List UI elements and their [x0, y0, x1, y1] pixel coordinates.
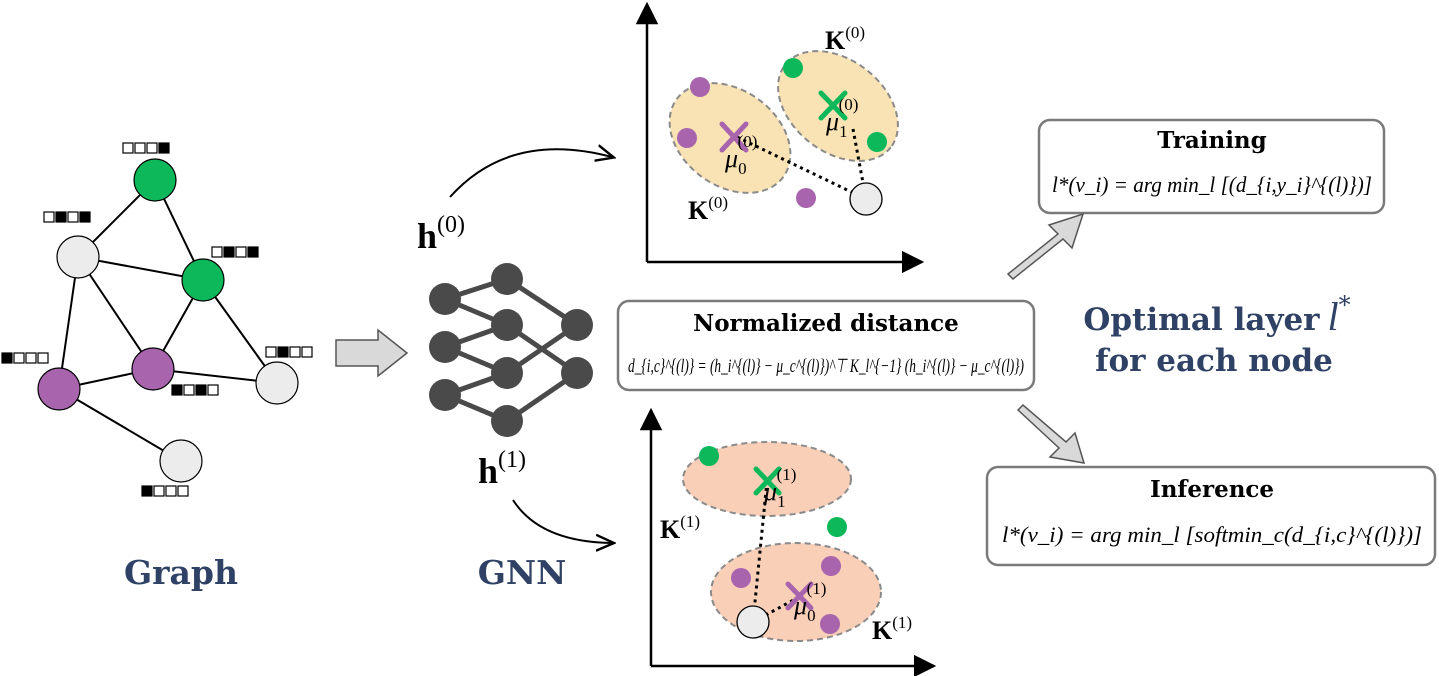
graph-node-gray-left: [56, 235, 100, 279]
feature-cell: [235, 246, 247, 258]
feature-cell: [55, 211, 67, 223]
h0-label: h(0): [417, 212, 465, 256]
bottom-plot: μ1(1) μ0(1) K(1) K(1): [639, 407, 937, 676]
feature-cell: [13, 352, 25, 364]
graph-label: Graph: [124, 553, 238, 592]
feature-cell: [265, 346, 277, 358]
feature-cell: [171, 384, 183, 396]
feature-cell: [43, 211, 55, 223]
graph-node-gray-bottom: [159, 439, 203, 483]
inference-formula: l*(v_i) = arg min_l [softmin_c(d_{i,c}^{…: [1002, 522, 1422, 547]
curve-arrow-bottom: [512, 499, 612, 543]
top-K-label-left: K(0): [688, 193, 728, 225]
top-cluster-1-ellipse: [777, 50, 899, 162]
feature-cell: [141, 485, 153, 497]
gnn-connections: [444, 276, 579, 424]
feature-cell: [223, 246, 235, 258]
top-purple-point: [677, 128, 697, 148]
top-mu1-label: μ1(0): [825, 95, 858, 141]
feature-cell: [211, 246, 223, 258]
feature-cell: [207, 384, 219, 396]
bottom-purple-point: [820, 614, 840, 634]
inference-box: Inference l*(v_i) = arg min_l [softmin_c…: [985, 465, 1437, 567]
bottom-green-point: [699, 446, 719, 466]
feature-cell: [1, 352, 13, 364]
h1-label: h(1): [478, 447, 526, 491]
graph-nodes: [37, 158, 299, 483]
top-green-point: [867, 132, 887, 152]
top-mu0-label: μ0(0): [724, 132, 757, 178]
bottom-purple-point: [821, 556, 841, 576]
graph-node-green-top: [133, 158, 177, 202]
top-K-label-right: K(0): [825, 23, 865, 55]
top-green-point: [783, 58, 803, 78]
graph-node-purple-center: [131, 347, 175, 391]
feature-cell: [146, 142, 158, 154]
feature-cell: [67, 211, 79, 223]
training-box: Training l*(v_i) = arg min_l [(d_{i,y_i}…: [1037, 118, 1386, 215]
training-title: Training: [1157, 127, 1266, 154]
graph-node-green-right: [181, 258, 225, 302]
bottom-query-node: [736, 605, 770, 639]
feature-cell: [165, 485, 177, 497]
bottom-K-label-left: K(1): [660, 512, 700, 544]
bottom-green-point: [827, 517, 847, 537]
feature-cell: [158, 142, 170, 154]
bottom-K-label-right: K(1): [872, 613, 912, 645]
top-purple-point: [690, 77, 710, 97]
graph-edges: [58, 179, 278, 462]
node-feature-vectors: [1, 142, 313, 497]
feature-cell: [277, 346, 289, 358]
bottom-mu0-label: μ0(1): [793, 579, 826, 625]
top-mu1-cross: [818, 90, 848, 121]
feature-cell: [289, 346, 301, 358]
graph-node-purple-left: [37, 367, 81, 411]
feature-cell: [134, 142, 146, 154]
normalized-distance-title: Normalized distance: [693, 310, 959, 337]
graph-node-gray-right: [255, 361, 299, 405]
top-plot: μ0(0) μ1(0) K(0) K(0): [635, 1, 925, 274]
normalized-distance-box: Normalized distance d_{i,c}^{(l)} = (h_i…: [616, 299, 1036, 392]
bottom-purple-point: [731, 568, 751, 588]
normalized-distance-formula: d_{i,c}^{(l)} = (h_i^{(l)} − μ_c^{(l)})^…: [628, 356, 1024, 377]
feature-cell: [79, 211, 91, 223]
optimal-layer-line2: for each node: [1095, 343, 1333, 379]
inference-title: Inference: [1150, 476, 1274, 503]
gnn-label: GNN: [478, 553, 567, 592]
input-graph: [1, 142, 313, 497]
arrow-to-training: [1006, 212, 1085, 281]
top-purple-point: [796, 188, 816, 208]
curve-arrow-top: [449, 149, 612, 198]
training-formula: l*(v_i) = arg min_l [(d_{i,y_i}^{(l)})]: [1052, 172, 1372, 197]
graph-to-gnn-arrow: [335, 328, 409, 378]
gnn-neurons: [429, 263, 593, 437]
bottom-mu1-label: μ1(1): [763, 465, 796, 511]
feature-cell: [177, 485, 189, 497]
feature-cell: [183, 384, 195, 396]
feature-cell: [25, 352, 37, 364]
feature-cell: [301, 346, 313, 358]
top-query-node: [849, 182, 883, 216]
feature-cell: [247, 246, 259, 258]
gnn-network: [429, 263, 593, 437]
feature-cell: [153, 485, 165, 497]
bottom-mu1-cross: [753, 466, 782, 496]
bottom-mu0-cross: [785, 581, 814, 611]
arrow-to-inference: [1016, 403, 1086, 464]
feature-cell: [37, 352, 49, 364]
feature-cell: [122, 142, 134, 154]
feature-cell: [195, 384, 207, 396]
top-mu0-cross: [719, 121, 749, 153]
